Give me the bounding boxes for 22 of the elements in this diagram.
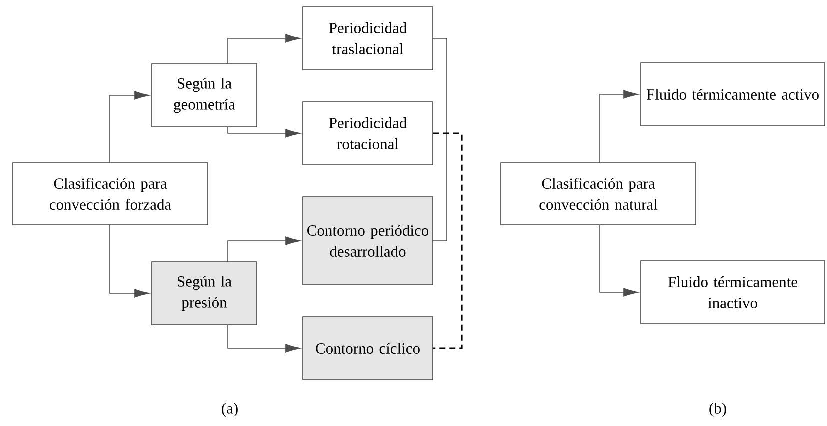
shaded-box: Contorno periódico desarrollado	[302, 196, 434, 286]
connector-line	[433, 38, 448, 242]
panel-label: (b)	[710, 402, 726, 418]
arrow	[110, 224, 150, 298]
process-box: Periodicidad rotacional	[302, 102, 434, 166]
process-box: Fluido térmicamente activo	[640, 62, 826, 126]
arrow	[600, 224, 639, 297]
arrow	[110, 91, 150, 164]
process-box: Fluido térmicamente inactivo	[640, 260, 826, 324]
connector-line	[433, 132, 463, 350]
shaded-box: Contorno cíclico	[302, 316, 434, 380]
process-box: Clasificación para convección forzada	[12, 162, 208, 226]
arrow	[600, 90, 639, 164]
process-box: Periodicidad traslacional	[302, 6, 434, 70]
arrow	[228, 324, 301, 353]
process-box: Clasificación para convección natural	[500, 162, 696, 226]
process-box: Según la geometría	[152, 64, 258, 128]
arrow	[228, 126, 301, 138]
panel-label: (a)	[222, 402, 238, 418]
shaded-box: Según la presión	[152, 262, 258, 326]
arrow	[228, 236, 301, 262]
arrow	[228, 34, 301, 64]
